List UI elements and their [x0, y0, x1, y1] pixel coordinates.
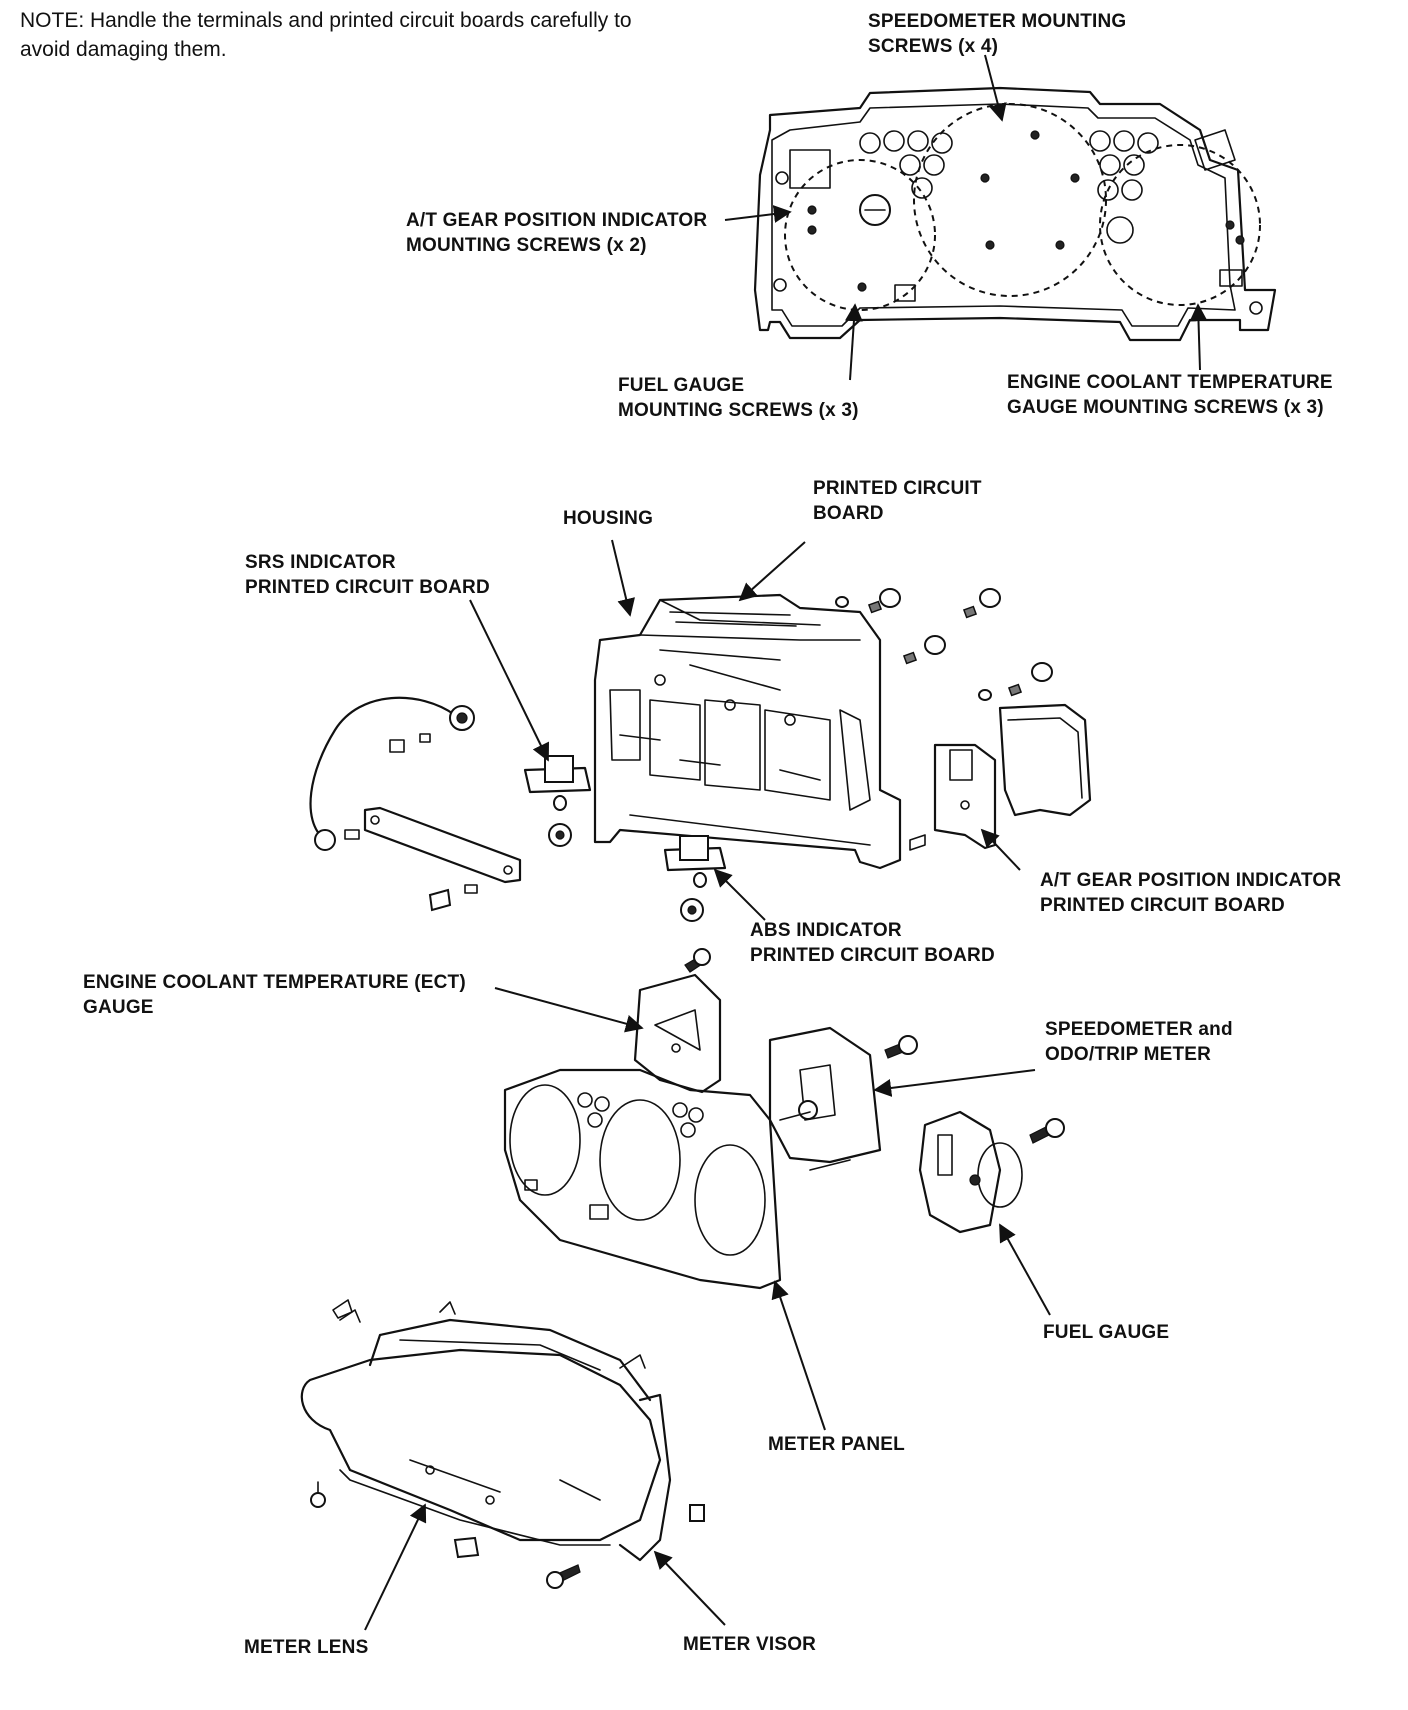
- handling-note: NOTE: Handle the terminals and printed c…: [20, 9, 632, 61]
- label-meter-lens: METER LENS: [244, 1637, 369, 1658]
- indicator-bulbs: [835, 588, 1053, 701]
- label-fuel-gauge: FUEL GAUGE: [1043, 1322, 1170, 1343]
- indicator-holes: [859, 130, 1159, 244]
- label-meter-panel: METER PANEL: [768, 1434, 905, 1455]
- meter-lens-visor: [300, 1299, 705, 1589]
- speedometer-part: [768, 1026, 918, 1171]
- abs-indicator-board: [663, 835, 727, 922]
- srs-harness: [309, 696, 475, 851]
- label-meter-visor: METER VISOR: [683, 1634, 817, 1655]
- label-housing: HOUSING: [563, 508, 654, 529]
- leader-arrows: [364, 54, 1208, 1631]
- rear-gauge-assembly: [753, 86, 1277, 342]
- srs-indicator-board: [523, 755, 592, 847]
- fuel-gauge-part: [918, 1110, 1065, 1234]
- at-gear-indicator-board: [909, 703, 1092, 851]
- screw-heads: [807, 130, 1245, 292]
- ect-gauge-part: [633, 948, 722, 1094]
- label-ect-gauge: ENGINE COOLANT TEMPERATURE (ECT)GAUGE: [83, 972, 466, 1018]
- bracket: [363, 806, 522, 912]
- meter-panel-part: [503, 1068, 782, 1290]
- housing-assembly: [593, 593, 902, 870]
